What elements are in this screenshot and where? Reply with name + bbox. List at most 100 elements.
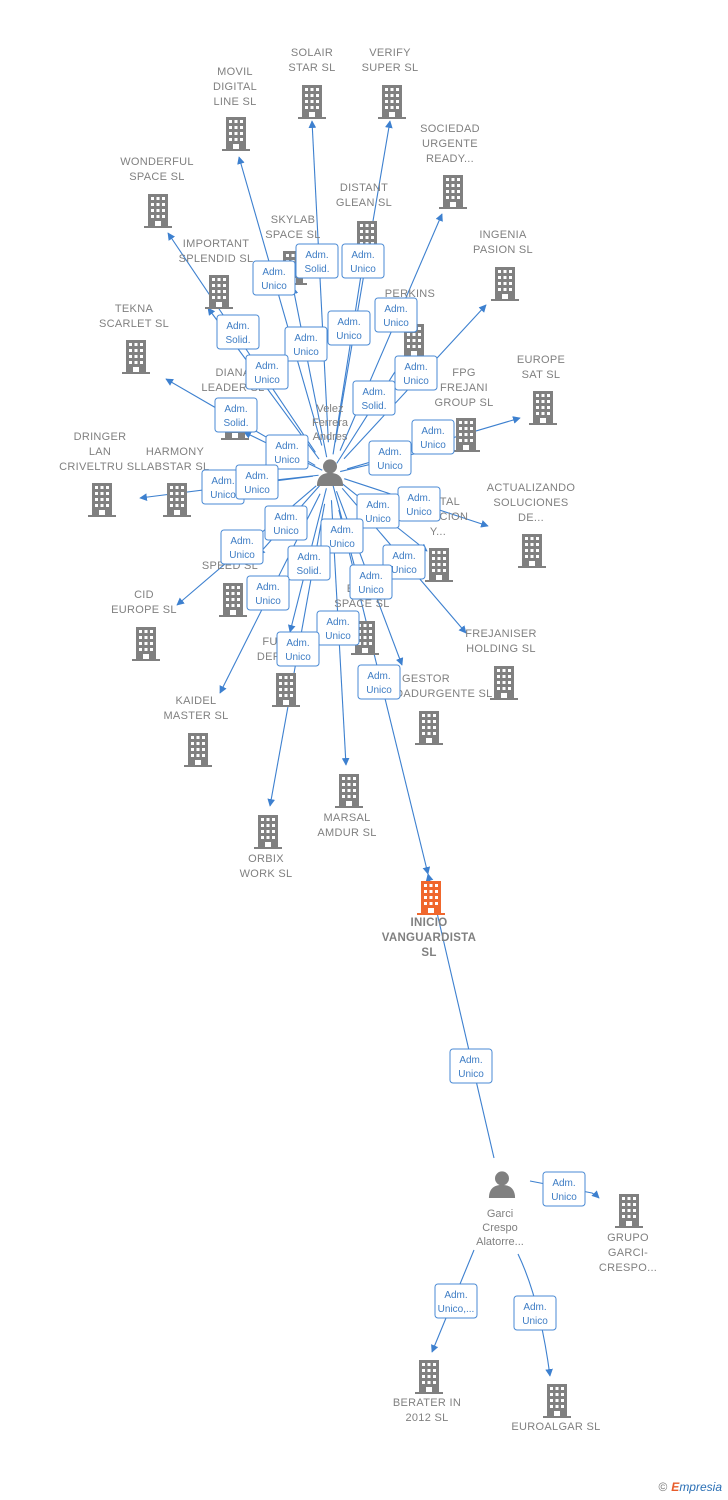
svg-text:Adm.Unico: Adm.Unico [244, 471, 270, 496]
relation-label-diana[interactable]: Adm.Unico [265, 434, 309, 470]
building-icon [490, 666, 518, 700]
relation-label-marsal[interactable]: Adm.Unico [316, 610, 360, 646]
relation-label-tekna[interactable]: Adm.Solid. [214, 397, 258, 433]
svg-text:Adm.Unico,...: Adm.Unico,... [438, 1290, 475, 1315]
building-icon [88, 483, 116, 517]
relation-label-solair[interactable]: Adm.Solid. [295, 243, 339, 279]
footer-brand[interactable]: ©Empresia [658, 1480, 722, 1494]
relation-label-gestor[interactable]: Adm.Unico [349, 564, 393, 600]
svg-text:Adm.Unico: Adm.Unico [325, 617, 351, 642]
relation-label-skylab[interactable]: Adm.Unico [284, 326, 328, 362]
relation-label-future[interactable]: Adm.Solid. [287, 545, 331, 581]
svg-text:Adm.Unico: Adm.Unico [420, 426, 446, 451]
relation-label-sociedad[interactable]: Adm.Unico [374, 297, 418, 333]
building-icon [439, 175, 467, 209]
building-icon [452, 418, 480, 452]
relation2-label-euroalgar[interactable]: Adm.Unico [513, 1295, 557, 1331]
svg-text:Adm.Solid.: Adm.Solid. [225, 321, 250, 346]
relation-label-inicio[interactable]: Adm.Unico [357, 664, 401, 700]
relation-label-actualizando[interactable]: Adm.Unico [397, 486, 441, 522]
svg-text:Adm.Unico: Adm.Unico [406, 493, 432, 518]
relation-label-verify[interactable]: Adm.Unico [341, 243, 385, 279]
relation2-label-inicio[interactable]: Adm.Unico [449, 1048, 493, 1084]
company-node-euroalgar[interactable]: EUROALGAR SL [511, 1384, 600, 1433]
relation-label-wonderful[interactable]: Adm.Solid. [216, 314, 260, 350]
building-icon [378, 85, 406, 119]
building-icon [205, 275, 233, 309]
building-icon [529, 391, 557, 425]
relation-label-perkins[interactable]: Adm.Solid. [352, 380, 396, 416]
relation-label-dringer[interactable]: Adm.Unico [201, 469, 245, 505]
relation-label-kaidel[interactable]: Adm.Unico [246, 575, 290, 611]
relation-label-distant[interactable]: Adm.Unico [327, 310, 371, 346]
relation-label-ingenia[interactable]: Adm.Unico [394, 355, 438, 391]
building-icon [518, 534, 546, 568]
edge2-inicio [425, 873, 495, 1159]
relation-label-orbix[interactable]: Adm.Unico [276, 631, 320, 667]
relation2-label-grupo[interactable]: Adm.Unico [542, 1171, 586, 1207]
relation-label-important[interactable]: Adm.Unico [245, 354, 289, 390]
building-icon [219, 583, 247, 617]
relation-label-cid[interactable]: Adm.Unico [220, 529, 264, 565]
person-icon [488, 1171, 516, 1198]
relation-label-fpg[interactable]: Adm.Unico [368, 440, 412, 476]
building-icon [417, 881, 445, 915]
svg-text:Adm.Unico: Adm.Unico [274, 441, 300, 466]
relation-labels: Adm.Solid.Adm.UnicoAdm.UnicoAdm.UnicoAdm… [201, 243, 586, 1331]
relation-label-movil[interactable]: Adm.Unico [252, 260, 296, 296]
relation-label-efficient[interactable]: Adm.Unico [320, 518, 364, 554]
relation-label-europe_sat[interactable]: Adm.Unico [411, 419, 455, 455]
relation-label-digital[interactable]: Adm.Unico [356, 493, 400, 529]
relation-label-harmony[interactable]: Adm.Unico [235, 464, 279, 500]
svg-text:Adm.Unico: Adm.Unico [261, 267, 287, 292]
building-icon [425, 548, 453, 582]
building-icon [122, 340, 150, 374]
svg-text:Adm.Unico: Adm.Unico [229, 536, 255, 561]
relation-label-lspeed[interactable]: Adm.Unico [264, 505, 308, 541]
relation-label-frejaniser[interactable]: Adm.Unico [382, 544, 426, 580]
svg-text:Adm.Solid.: Adm.Solid. [223, 404, 248, 429]
building-icon [184, 733, 212, 767]
relation2-label-berater[interactable]: Adm.Unico,... [434, 1283, 478, 1319]
